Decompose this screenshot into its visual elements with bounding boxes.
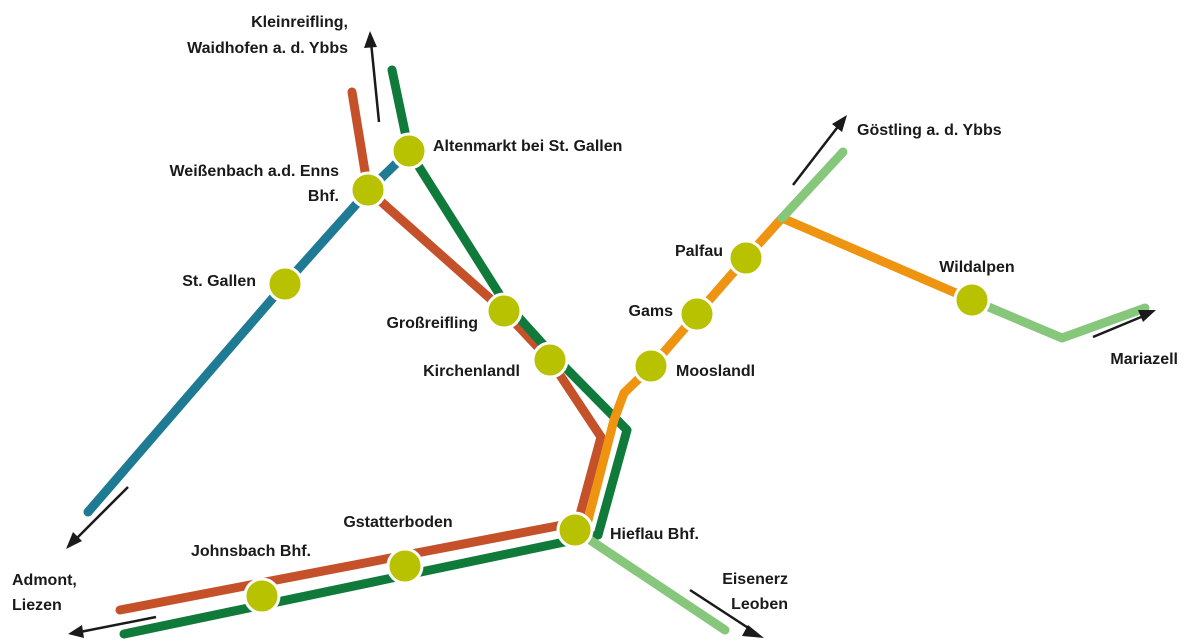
station-dot-icon bbox=[266, 265, 304, 303]
station-label-mooslandl: Mooslandl bbox=[676, 363, 755, 380]
station-label-palfau: Palfau bbox=[675, 243, 723, 260]
station-label-altenmarkt: Altenmarkt bei St. Gallen bbox=[433, 138, 622, 155]
station-dot-icon bbox=[531, 341, 569, 379]
station-dot-icon bbox=[953, 281, 991, 319]
arrow-icon-admont-upper bbox=[66, 486, 129, 549]
arrow-icon-admont-lower bbox=[68, 615, 157, 638]
station-dot-icon bbox=[243, 577, 281, 615]
station-label-johnsbach: Johnsbach Bhf. bbox=[191, 543, 311, 560]
route-orange-main bbox=[581, 213, 977, 533]
station-label-kirchenlandl: Kirchenlandl bbox=[423, 363, 520, 380]
destination-label-mariazell: Mariazell bbox=[1110, 351, 1178, 368]
station-label-weissenbach-bhf: Bhf. bbox=[308, 188, 339, 205]
destination-label-leoben: Leoben bbox=[731, 596, 788, 613]
destination-labels: Kleinreifling, Waidhofen a. d. Ybbs Göst… bbox=[12, 14, 1178, 614]
arrow-icon-kleinreifling bbox=[364, 31, 381, 123]
station-label-hieflau: Hieflau Bhf. bbox=[610, 526, 699, 543]
station-label-weissenbach: Weißenbach a.d. Enns bbox=[169, 163, 339, 180]
destination-label-liezen: Liezen bbox=[12, 597, 62, 614]
station-label-gstatterboden: Gstatterboden bbox=[343, 514, 452, 531]
station-labels: Altenmarkt bei St. Gallen Weißenbach a.d… bbox=[169, 138, 1014, 560]
station-dot-icon bbox=[485, 292, 523, 330]
station-dot-icon bbox=[390, 132, 428, 170]
arrow-icon-goestling bbox=[792, 115, 847, 186]
direction-arrows bbox=[66, 31, 1156, 638]
arrow-icon-eisenerz bbox=[689, 588, 764, 638]
route-light-green-goestling bbox=[777, 147, 848, 223]
station-label-wildalpen: Wildalpen bbox=[939, 259, 1014, 276]
arrow-icon-mariazell bbox=[1092, 310, 1156, 339]
route-blue-st-gallen bbox=[83, 146, 414, 517]
destination-label-eisenerz: Eisenerz bbox=[722, 571, 788, 588]
destination-label-waidhofen: Waidhofen a. d. Ybbs bbox=[187, 40, 348, 57]
station-dot-icon bbox=[632, 347, 670, 385]
station-label-st-gallen: St. Gallen bbox=[182, 273, 256, 290]
station-dot-icon bbox=[678, 295, 716, 333]
stations bbox=[243, 132, 991, 615]
route-light-green-mariazell bbox=[967, 295, 1150, 343]
route-light-green-eisenerz bbox=[570, 525, 730, 635]
station-dot-icon bbox=[386, 547, 424, 585]
station-dot-icon bbox=[556, 511, 594, 549]
station-dot-icon bbox=[349, 171, 387, 209]
station-label-gams: Gams bbox=[629, 303, 674, 320]
station-dot-icon bbox=[727, 239, 765, 277]
destination-label-kleinreifling: Kleinreifling, bbox=[251, 14, 348, 31]
station-label-grossreifling: Großreifling bbox=[386, 315, 478, 332]
destination-label-admont: Admont, bbox=[12, 572, 77, 589]
destination-label-goestling: Göstling a. d. Ybbs bbox=[857, 122, 1002, 139]
